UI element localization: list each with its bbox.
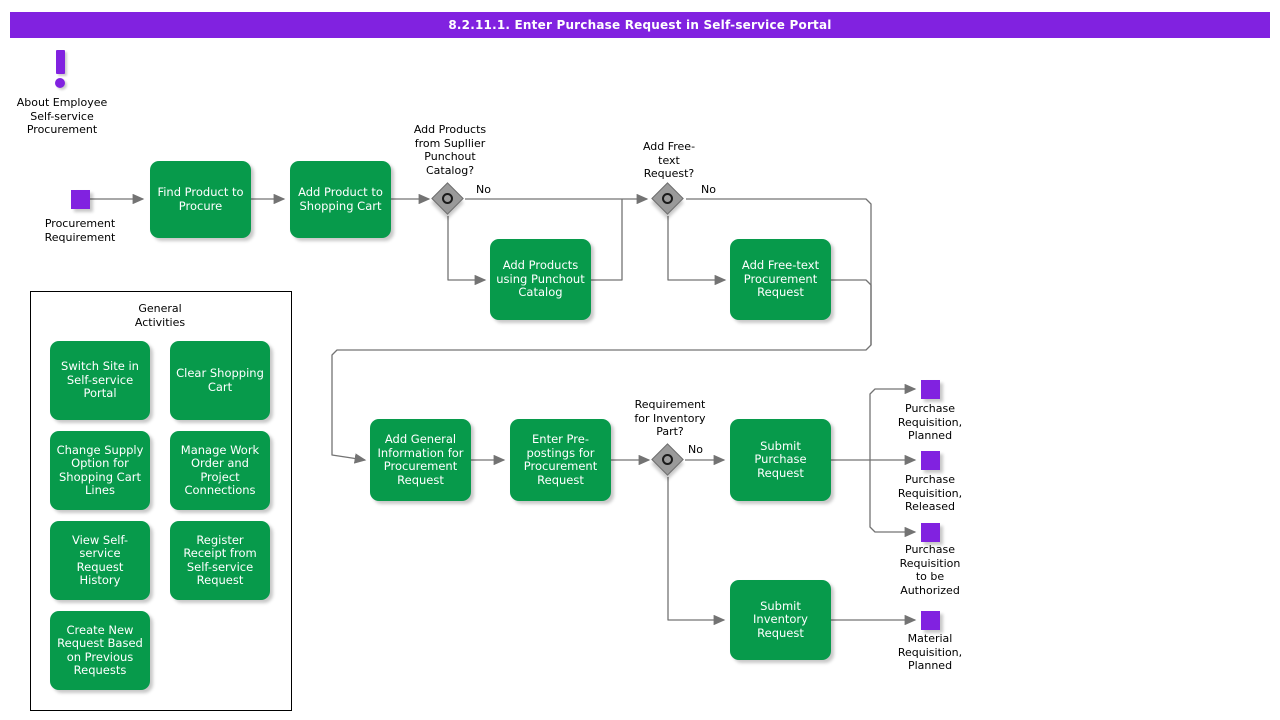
flow-gw2-no-to-general-info	[331, 198, 872, 464]
task-register-receipt-from-self-service-request[interactable]: Register Receipt from Self-service Reque…	[170, 521, 270, 600]
flow-gw3-yes-to-submit-inventory	[667, 477, 726, 626]
flow-punchout-to-gw2	[591, 199, 623, 281]
end-event-material-label: Material Requisition, Planned	[897, 632, 963, 672]
task-manage-work-order-project-connections[interactable]: Manage Work Order and Project Connection…	[170, 431, 270, 510]
flow-gw2-yes-to-freetext	[667, 216, 727, 286]
general-activities-title: General Activities	[134, 302, 186, 329]
gateway-inclusive-circle	[442, 193, 453, 204]
task-add-products-using-punchout-catalog[interactable]: Add Products using Punchout Catalog	[490, 239, 591, 320]
end-event-released-label: Purchase Requisition, Released	[897, 473, 963, 513]
exclamation-icon	[56, 50, 65, 74]
gateway-inclusive-circle	[662, 193, 673, 204]
task-view-self-service-request-history[interactable]: View Self-service Request History	[50, 521, 150, 600]
task-submit-inventory-request[interactable]: Submit Inventory Request	[730, 580, 831, 660]
gateway-inventory-label: Requirement for Inventory Part?	[634, 398, 706, 438]
end-event-planned-label: Purchase Requisition, Planned	[897, 402, 963, 442]
gateway-requirement-for-inventory-part[interactable]	[651, 443, 684, 476]
task-add-free-text-procurement-request[interactable]: Add Free-text Procurement Request	[730, 239, 831, 320]
flow-submit-to-authorized	[869, 460, 917, 538]
task-clear-shopping-cart[interactable]: Clear Shopping Cart	[170, 341, 270, 420]
gateway-inclusive-circle	[662, 454, 673, 465]
gateway-punchout-label: Add Products from Supllier Punchout Cata…	[413, 123, 487, 177]
end-event-purchase-requisition-released[interactable]	[921, 451, 940, 470]
note-label: About Employee Self-service Procurement	[16, 96, 108, 136]
exclamation-icon-dot	[55, 78, 65, 88]
flow-freetext-to-return	[831, 279, 872, 345]
end-event-purchase-requisition-planned[interactable]	[921, 380, 940, 399]
gateway-inventory-no-label: No	[688, 443, 703, 456]
gateway-punchout-no-label: No	[476, 183, 491, 196]
task-submit-purchase-request[interactable]: Submit Purchase Request	[730, 419, 831, 501]
gateway-freetext-no-label: No	[701, 183, 716, 196]
start-event-label: Procurement Requirement	[44, 217, 116, 244]
start-event-procurement-requirement[interactable]	[71, 190, 90, 209]
task-add-general-information[interactable]: Add General Information for Procurement …	[370, 419, 471, 501]
task-change-supply-option[interactable]: Change Supply Option for Shopping Cart L…	[50, 431, 150, 510]
end-event-material-requisition-planned[interactable]	[921, 611, 940, 630]
end-event-authorized-label: Purchase Requisition to be Authorized	[899, 543, 961, 597]
page-title: 8.2.11.1. Enter Purchase Request in Self…	[448, 18, 832, 32]
task-create-new-request-based-on-previous[interactable]: Create New Request Based on Previous Req…	[50, 611, 150, 690]
gateway-add-products-punchout[interactable]	[431, 182, 464, 215]
end-event-purchase-requisition-to-be-authorized[interactable]	[921, 523, 940, 542]
task-enter-pre-postings[interactable]: Enter Pre-postings for Procurement Reque…	[510, 419, 611, 501]
page-title-bar: 8.2.11.1. Enter Purchase Request in Self…	[10, 12, 1270, 38]
flow-gw1-yes-to-punchout	[447, 216, 487, 286]
task-find-product-to-procure[interactable]: Find Product to Procure	[150, 161, 251, 238]
gateway-add-free-text-request[interactable]	[651, 182, 684, 215]
task-switch-site-in-self-service-portal[interactable]: Switch Site in Self-service Portal	[50, 341, 150, 420]
gateway-freetext-label: Add Free- text Request?	[642, 140, 696, 180]
flow-submit-to-planned	[869, 383, 917, 460]
task-add-product-to-shopping-cart[interactable]: Add Product to Shopping Cart	[290, 161, 391, 238]
